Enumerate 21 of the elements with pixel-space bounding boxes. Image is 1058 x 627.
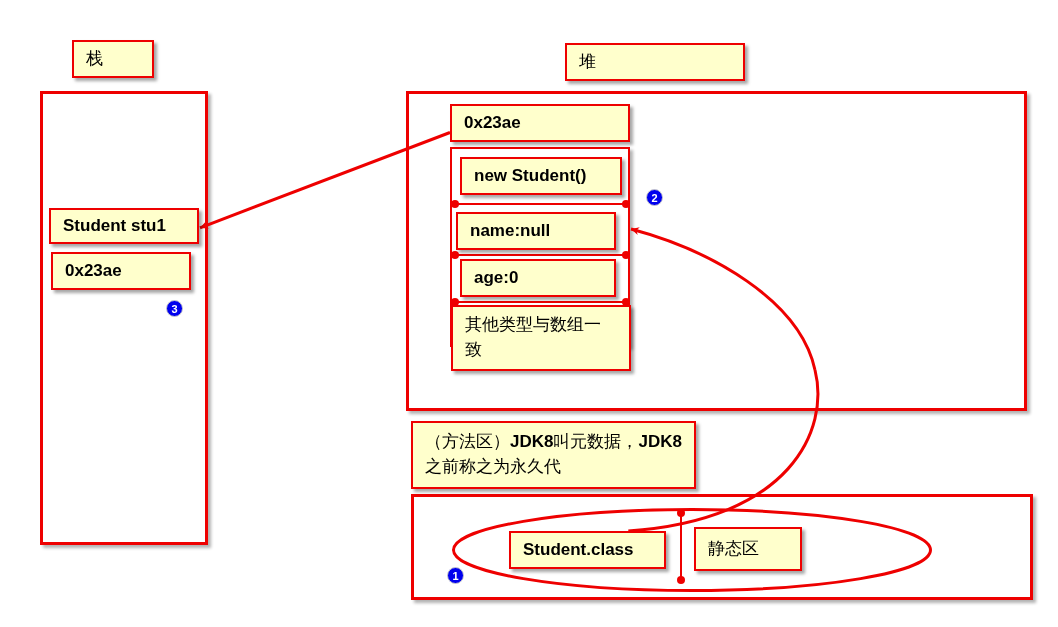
arrow bbox=[628, 227, 820, 533]
step-badge: 2 bbox=[646, 189, 663, 206]
constructor-label: new Student() bbox=[460, 157, 622, 195]
step-badge: 1 bbox=[447, 567, 464, 584]
arrow bbox=[199, 131, 451, 230]
method-area-frame bbox=[411, 494, 1033, 600]
method-area-note: （方法区）JDK8叫元数据，JDK8之前称之为永久代 bbox=[411, 421, 696, 489]
class-label: Student.class bbox=[509, 531, 666, 569]
static-area-label: 静态区 bbox=[694, 527, 802, 571]
stack-frame bbox=[40, 91, 208, 545]
address-label: 0x23ae bbox=[51, 252, 191, 290]
stack-label: 栈 bbox=[72, 40, 154, 78]
variable-label: Student stu1 bbox=[49, 208, 199, 244]
note-label: 其他类型与数组一致 bbox=[451, 305, 631, 371]
class-ellipse bbox=[452, 508, 932, 592]
heap-label: 堆 bbox=[565, 43, 745, 81]
step-badge: 3 bbox=[166, 300, 183, 317]
address-label: 0x23ae bbox=[450, 104, 630, 142]
field-label: age:0 bbox=[460, 259, 616, 297]
field-label: name:null bbox=[456, 212, 616, 250]
heap-frame bbox=[406, 91, 1027, 411]
